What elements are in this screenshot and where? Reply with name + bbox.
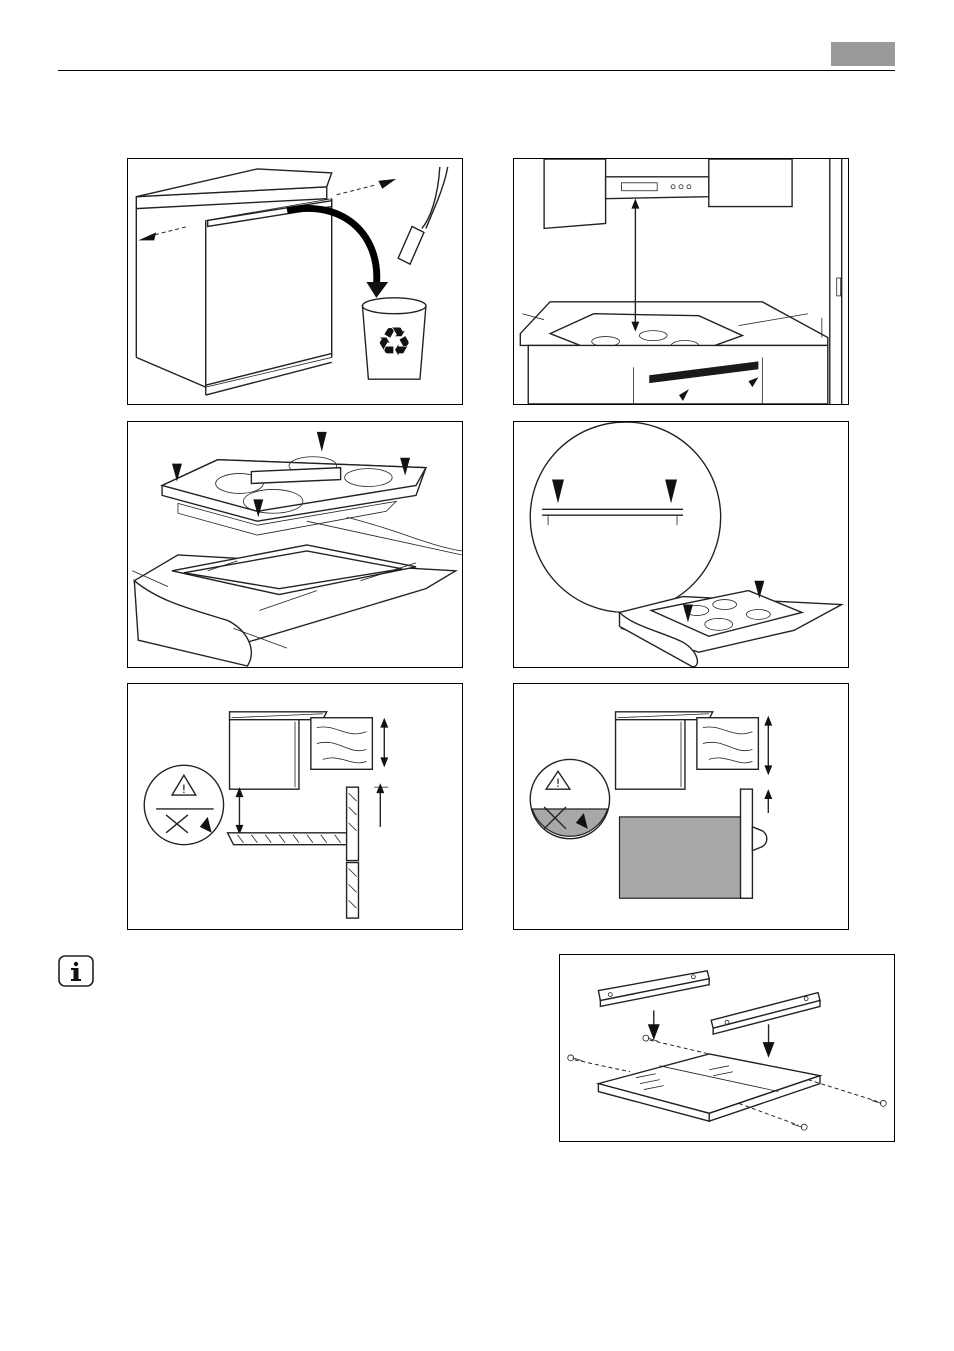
figure-cutout-clearance [513, 158, 849, 405]
figure-installation-above-oven: ! [513, 683, 849, 930]
figure-remove-cabinet-rail: ♻ [127, 158, 463, 405]
figure-hob-seal-and-cutout [127, 421, 463, 668]
figure-hob-pressed-in-detail [513, 421, 849, 668]
header-rule [58, 70, 895, 71]
section-tab [831, 42, 895, 66]
warning-icon: ! [144, 765, 223, 844]
info-icon [58, 955, 94, 987]
figure-mounting-brackets [559, 954, 895, 1142]
recycle-bin-icon: ♻ [362, 298, 425, 379]
figure-installation-above-drawer: ! [127, 683, 463, 930]
svg-text:♻: ♻ [376, 319, 412, 365]
svg-text:!: ! [556, 776, 561, 790]
svg-text:!: ! [182, 782, 187, 796]
warning-icon: ! [530, 759, 609, 838]
